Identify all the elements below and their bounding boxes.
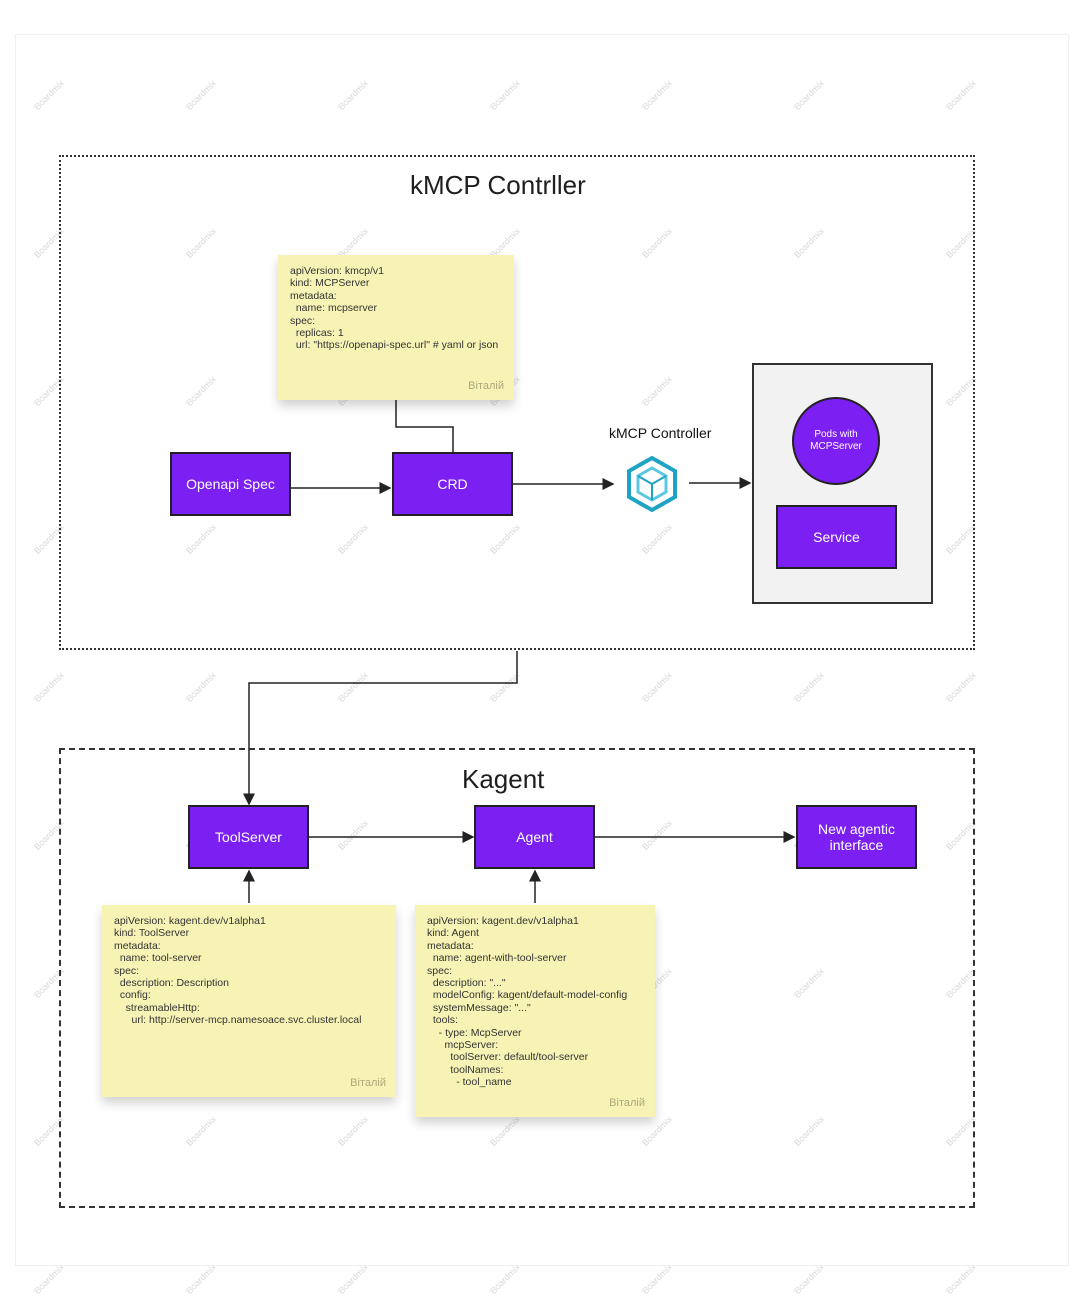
controller-frame[interactable] xyxy=(59,155,975,650)
cube-icon xyxy=(627,456,677,512)
openapi-spec-box[interactable]: Openapi Spec xyxy=(170,452,291,516)
toolserver-note-author: Віталій xyxy=(350,1076,386,1089)
agent-note-text: apiVersion: kagent.dev/v1alpha1 kind: Ag… xyxy=(427,915,628,1089)
pods-circle[interactable]: Pods with MCPServer xyxy=(792,397,880,485)
agent-box[interactable]: Agent xyxy=(474,805,595,869)
crd-note-author: Віталій xyxy=(468,379,504,392)
agent-sticky-note[interactable]: apiVersion: kagent.dev/v1alpha1 kind: Ag… xyxy=(415,905,655,1117)
controller-frame-title: kMCP Contrller xyxy=(410,170,586,200)
controller-to-toolserver-line xyxy=(243,651,518,806)
kmcp-controller-label: kMCP Controller xyxy=(609,425,712,441)
agent-note-author: Віталій xyxy=(609,1096,645,1109)
kagent-frame[interactable] xyxy=(59,748,975,1208)
crd-box[interactable]: CRD xyxy=(392,452,513,516)
toolserver-note-text: apiVersion: kagent.dev/v1alpha1 kind: To… xyxy=(114,915,362,1027)
new-agentic-interface-box[interactable]: New agentic interface xyxy=(796,805,917,869)
crd-note-text: apiVersion: kmcp/v1 kind: MCPServer meta… xyxy=(290,265,499,352)
kagent-frame-title: Kagent xyxy=(462,764,545,794)
note-to-crd-line xyxy=(395,400,454,453)
toolserver-sticky-note[interactable]: apiVersion: kagent.dev/v1alpha1 kind: To… xyxy=(102,905,396,1097)
service-box[interactable]: Service xyxy=(776,505,897,569)
toolserver-box[interactable]: ToolServer xyxy=(188,805,309,869)
crd-sticky-note[interactable]: apiVersion: kmcp/v1 kind: MCPServer meta… xyxy=(278,255,514,400)
